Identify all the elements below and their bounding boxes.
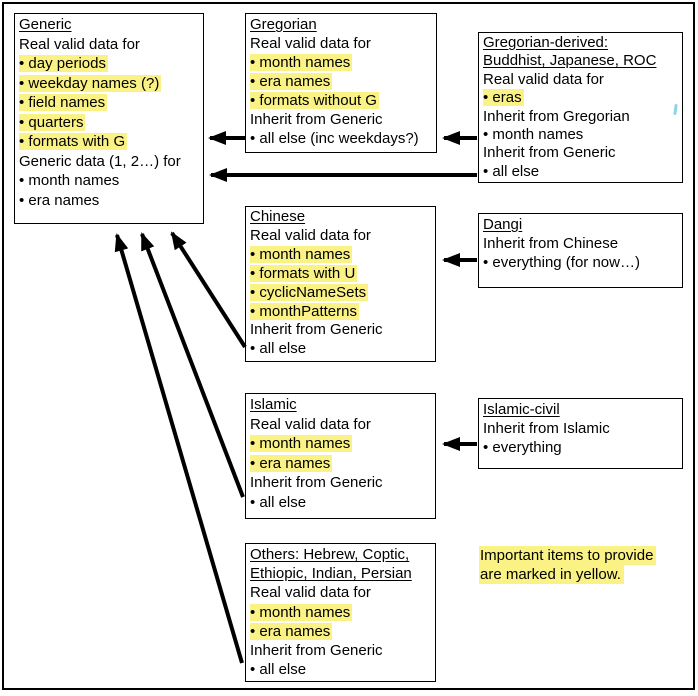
box-text: Inherit from Chinese xyxy=(483,235,619,252)
box-text: Real valid data for xyxy=(250,415,371,433)
box-text: Inherit from Generic xyxy=(250,474,383,491)
box-item-highlighted: • era names xyxy=(250,73,333,90)
gregorian-box: Gregorian Real valid data for • month na… xyxy=(245,13,437,153)
box-text: Inherit from Gregorian xyxy=(483,107,630,125)
box-text: Real valid data for xyxy=(250,35,371,52)
islamic-box-title: Islamic xyxy=(250,396,297,413)
box-text: Real valid data for xyxy=(250,584,371,602)
box-item-highlighted: • field names xyxy=(19,94,108,111)
box-item: • month names xyxy=(19,172,120,189)
others-box-title-line2: Ethiopic, Indian, Persian xyxy=(250,565,412,583)
box-text: Generic data (1, 2…) for xyxy=(19,152,181,170)
box-text: Inherit from Generic xyxy=(250,111,383,128)
box-item-highlighted: • cyclicNameSets xyxy=(250,283,369,301)
box-item-highlighted: • month names xyxy=(250,435,353,452)
dangi-box-title: Dangi xyxy=(483,216,523,233)
box-item: • era names xyxy=(19,191,100,209)
dangi-box: Dangi Inherit from Chinese • everything … xyxy=(478,213,683,288)
box-item: • all else xyxy=(250,661,307,679)
box-item: • all else (inc weekdays?) xyxy=(250,130,419,147)
box-text: Inherit from Generic xyxy=(483,144,616,162)
box-item: • everything (for now…) xyxy=(483,254,640,271)
box-item-highlighted: • monthPatterns xyxy=(250,302,359,320)
box-item: • all else xyxy=(250,340,307,358)
box-item-highlighted: • era names xyxy=(250,622,333,640)
box-text: Inherit from Islamic xyxy=(483,420,610,437)
chinese-box: Chinese Real valid data for • month name… xyxy=(245,206,436,362)
box-item-highlighted: • eras xyxy=(483,89,524,107)
gregorian-derived-box: Gregorian-derived: Buddhist, Japanese, R… xyxy=(478,32,683,183)
gregorian-derived-box-title: Gregorian-derived: xyxy=(483,34,609,51)
box-item-highlighted: • era names xyxy=(250,454,333,472)
box-text: Inherit from Generic xyxy=(250,642,383,660)
legend-note-line2: are marked in yellow. xyxy=(479,565,656,584)
legend-note-line1: Important items to provide xyxy=(479,546,657,565)
box-item-highlighted: • day periods xyxy=(19,55,108,72)
box-item-highlighted: • month names xyxy=(250,54,353,71)
box-item: • month names xyxy=(483,126,584,144)
gregorian-derived-box-title-line2: Buddhist, Japanese, ROC xyxy=(483,52,657,70)
islamic-box: Islamic Real valid data for • month name… xyxy=(245,393,436,519)
box-text: Real valid data for xyxy=(250,226,371,244)
box-item: • all else xyxy=(483,162,540,180)
box-item: • everything xyxy=(483,439,562,456)
box-text: Real valid data for xyxy=(19,35,140,53)
islamic-civil-box-title: Islamic-civil xyxy=(483,401,560,418)
generic-box: Generic Real valid data for • day period… xyxy=(14,13,204,224)
gregorian-box-title: Gregorian xyxy=(250,16,317,33)
box-item-highlighted: • weekday names (?) xyxy=(19,74,162,92)
box-item-highlighted: • formats without G xyxy=(250,92,379,109)
box-item: • all else xyxy=(250,493,307,511)
box-text: Real valid data for xyxy=(483,70,604,88)
box-item-highlighted: • formats with U xyxy=(250,264,358,282)
islamic-civil-box: Islamic-civil Inherit from Islamic • eve… xyxy=(478,398,683,469)
box-item-highlighted: • formats with G xyxy=(19,133,128,150)
legend-note: Important items to provide are marked in… xyxy=(479,546,657,584)
others-box: Others: Hebrew, Coptic, Ethiopic, Indian… xyxy=(245,543,436,682)
box-item-highlighted: • month names xyxy=(250,245,353,263)
chinese-box-title: Chinese xyxy=(250,208,306,225)
box-text: Inherit from Generic xyxy=(250,321,383,339)
generic-box-title: Generic xyxy=(19,16,72,33)
box-item-highlighted: • month names xyxy=(250,603,353,621)
box-item-highlighted: • quarters xyxy=(19,113,86,131)
others-box-title: Others: Hebrew, Coptic, xyxy=(250,546,410,563)
